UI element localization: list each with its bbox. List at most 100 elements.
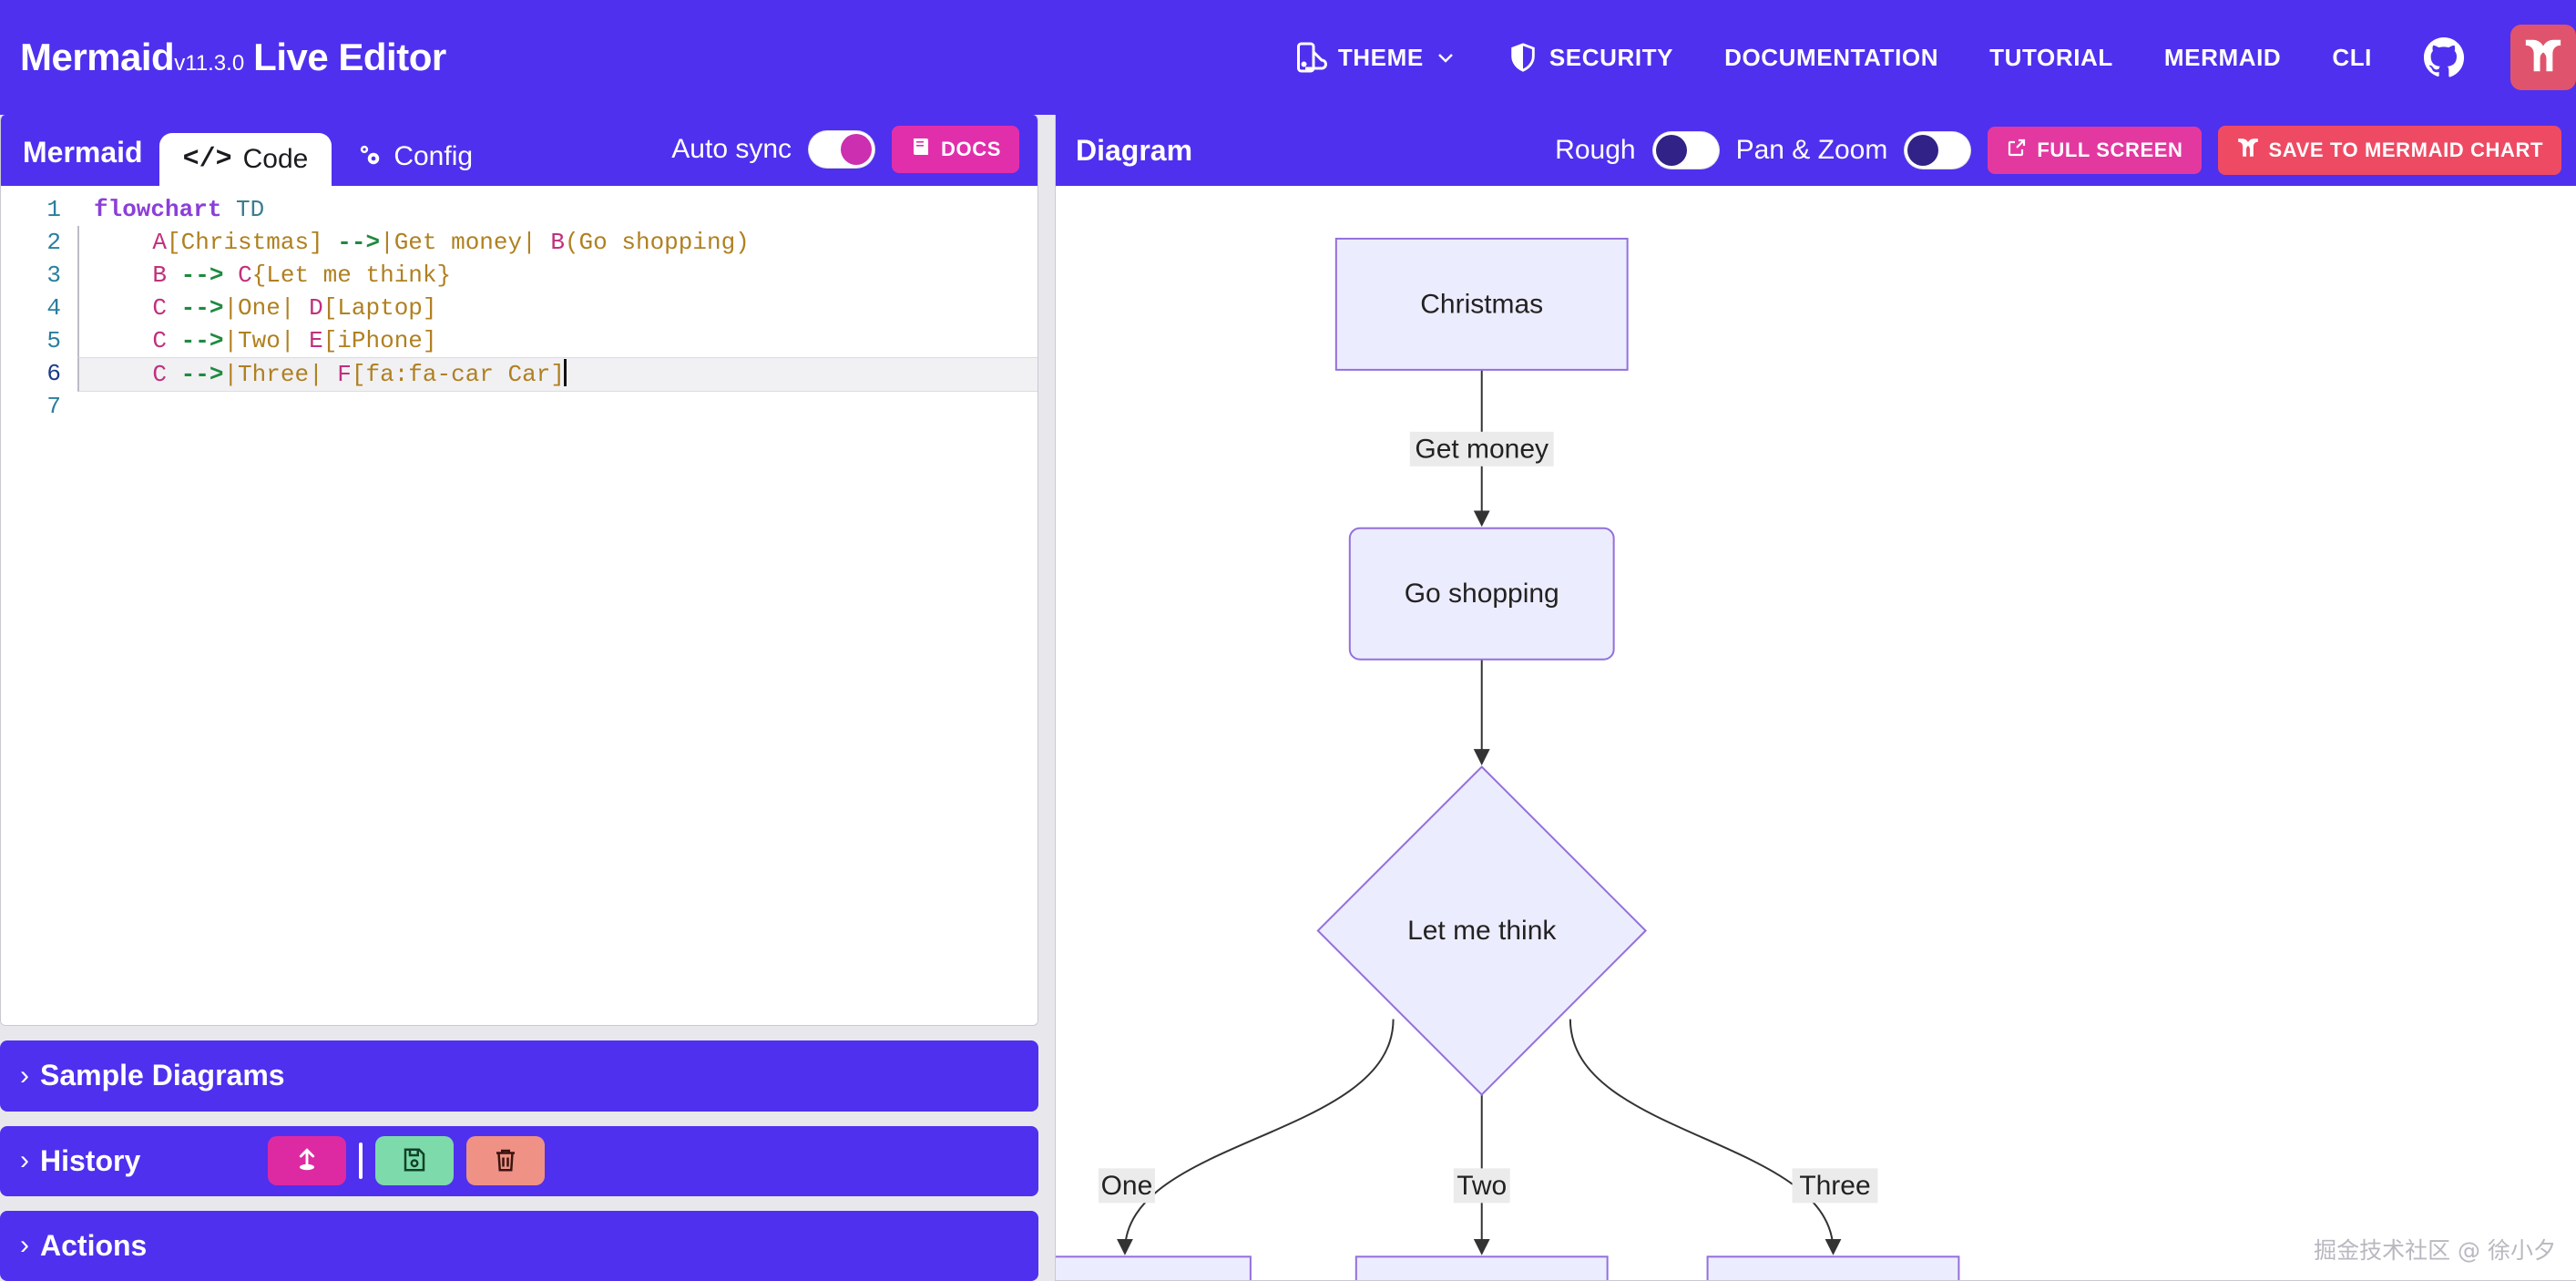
- flowchart-edge-label: Three: [1792, 1168, 1878, 1204]
- brand-version: v11.3.0: [174, 51, 245, 76]
- nav-item-mermaid[interactable]: MERMAID: [2139, 44, 2306, 72]
- svg-text:Two: Two: [1457, 1171, 1507, 1201]
- diagram-panel-title: Diagram: [1076, 133, 1193, 167]
- nav-item-cli[interactable]: CLI: [2306, 44, 2397, 72]
- svg-text:One: One: [1101, 1171, 1153, 1201]
- pan-zoom-toggle[interactable]: [1904, 131, 1972, 169]
- tab-config[interactable]: Config: [332, 128, 496, 186]
- left-pane: Mermaid </> Code Config Auto sync: [0, 115, 1055, 1281]
- flowchart-node-label: Christmas: [1420, 289, 1543, 319]
- nav-item-cli-label: CLI: [2332, 43, 2372, 71]
- svg-text:Three: Three: [1799, 1171, 1870, 1201]
- flowchart-edge-C-F: [1569, 1019, 1842, 1255]
- history-actions: [268, 1136, 545, 1186]
- panel-history-label: History: [40, 1143, 141, 1177]
- flowchart-edge-label: One: [1098, 1168, 1155, 1204]
- floppy-disk-icon: [401, 1146, 428, 1176]
- chevron-right-icon: ›: [20, 1060, 29, 1091]
- rough-toggle[interactable]: [1651, 131, 1720, 169]
- auto-sync-label: Auto sync: [671, 134, 792, 164]
- code-line-active: C -->|Three| F[fa:fa-car Car]: [77, 357, 1038, 392]
- full-screen-label: FULL SCREEN: [2037, 138, 2183, 161]
- mermaid-chart-icon: [2236, 136, 2260, 165]
- line-number: 4: [46, 294, 61, 322]
- line-number: 5: [46, 327, 61, 354]
- tab-config-label: Config: [394, 141, 474, 171]
- docs-button-label: DOCS: [941, 138, 1001, 160]
- nav-item-documentation-label: DOCUMENTATION: [1724, 43, 1939, 71]
- brand-suffix: Live Editor: [253, 36, 446, 78]
- nav-item-documentation[interactable]: DOCUMENTATION: [1699, 44, 1964, 72]
- line-number-gutter: 1 2 3 4 5 6 7: [1, 193, 77, 1025]
- editor-panel-title: Mermaid: [23, 136, 143, 169]
- github-link[interactable]: [2397, 36, 2490, 78]
- shield-icon: [1508, 41, 1538, 74]
- editor-card: Mermaid </> Code Config Auto sync: [0, 115, 1038, 1027]
- flowchart-node-label: Let me think: [1407, 916, 1557, 946]
- rough-label: Rough: [1555, 135, 1636, 165]
- panel-sample-diagrams-label: Sample Diagrams: [40, 1059, 285, 1092]
- chevron-right-icon: ›: [20, 1230, 29, 1261]
- upload-icon: [292, 1145, 322, 1177]
- line-number: 3: [46, 261, 61, 289]
- diagram-toolbar-actions: Rough Pan & Zoom FULL SCREEN: [1555, 126, 2561, 175]
- nav-item-theme[interactable]: THEME: [1269, 41, 1482, 74]
- line-number: 1: [46, 196, 61, 223]
- nav-item-tutorial[interactable]: TUTORIAL: [1964, 44, 2139, 72]
- code-editor[interactable]: 1 2 3 4 5 6 7 flowchart TD A[Christmas] …: [1, 186, 1038, 1026]
- panel-history[interactable]: › History: [0, 1125, 1038, 1196]
- flowchart-node-C[interactable]: [1316, 765, 1648, 1096]
- flowchart-node-A[interactable]: [1334, 237, 1629, 371]
- navbar-links: THEME SECURITY DOCUMENTATION TUTORIAL ME…: [1269, 0, 2576, 115]
- flowchart-node-B[interactable]: [1348, 527, 1615, 661]
- docs-button[interactable]: DOCS: [892, 126, 1019, 173]
- tab-code[interactable]: </> Code: [158, 133, 332, 186]
- flowchart-edge-label: Two: [1453, 1168, 1510, 1204]
- code-line: A[Christmas] -->|Get money| B(Go shoppin…: [77, 226, 1038, 259]
- line-number: 2: [46, 229, 61, 256]
- mermaid-chart-icon: [2522, 35, 2564, 81]
- theme-icon: [1294, 41, 1327, 74]
- external-link-icon: [2006, 137, 2028, 164]
- code-line: C -->|One| D[Laptop]: [77, 292, 1038, 324]
- nav-item-theme-label: THEME: [1337, 43, 1424, 71]
- flowchart-node-label: Go shopping: [1405, 579, 1559, 609]
- auto-sync-toggle[interactable]: [808, 130, 876, 169]
- diagram-card: Diagram Rough Pan & Zoom FULL SCREEN: [1055, 115, 2576, 1281]
- mermaid-chart-button[interactable]: [2510, 25, 2576, 90]
- main-split: Mermaid </> Code Config Auto sync: [0, 115, 2576, 1281]
- line-number: 6: [46, 360, 61, 387]
- panel-actions[interactable]: › Actions: [0, 1210, 1038, 1281]
- code-icon: </>: [182, 144, 232, 175]
- action-separator: [359, 1143, 363, 1180]
- watermark: 掘金技术社区 @ 徐小夕: [2314, 1237, 2556, 1264]
- flowchart-node-F[interactable]: [1706, 1255, 1960, 1280]
- flowchart-node-E[interactable]: [1354, 1255, 1609, 1280]
- toggle-knob: [841, 134, 873, 165]
- full-screen-button[interactable]: FULL SCREEN: [1988, 127, 2202, 174]
- toggle-knob: [1907, 135, 1939, 166]
- nav-item-security[interactable]: SECURITY: [1482, 41, 1699, 74]
- gears-icon: [355, 140, 383, 173]
- panel-sample-diagrams[interactable]: › Sample Diagrams: [0, 1040, 1038, 1112]
- history-save-button[interactable]: [375, 1136, 454, 1186]
- diagram-toolbar: Diagram Rough Pan & Zoom FULL SCREEN: [1056, 115, 2576, 186]
- nav-item-mermaid-label: MERMAID: [2163, 43, 2282, 71]
- panel-actions-label: Actions: [40, 1228, 148, 1262]
- brand-name: Mermaid: [20, 36, 175, 78]
- trash-icon: [492, 1146, 519, 1176]
- history-delete-button[interactable]: [466, 1136, 545, 1186]
- flowchart-node-D[interactable]: [1056, 1255, 1252, 1280]
- book-icon: [910, 136, 932, 163]
- history-upload-button[interactable]: [268, 1136, 346, 1186]
- save-to-mermaid-chart-button[interactable]: SAVE TO MERMAID CHART: [2217, 126, 2561, 175]
- github-icon: [2423, 36, 2465, 78]
- pan-zoom-label: Pan & Zoom: [1735, 135, 1888, 165]
- code-line: B --> C{Let me think}: [77, 259, 1038, 292]
- text-caret: [563, 359, 567, 386]
- code-content[interactable]: flowchart TD A[Christmas] -->|Get money|…: [77, 193, 1038, 1025]
